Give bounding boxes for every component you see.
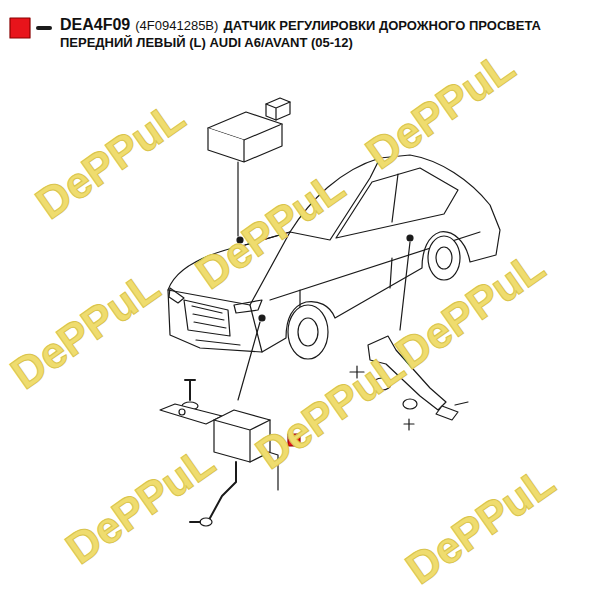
- title: ДАТЧИК РЕГУЛИРОВКИ ДОРОЖНОГО ПРОСВЕТА ПЕ…: [60, 18, 541, 50]
- control-module: [208, 124, 282, 162]
- watermark: DePPuL: [248, 344, 411, 477]
- belt-line: [270, 232, 480, 300]
- link: [436, 406, 458, 420]
- bolt: [190, 521, 200, 523]
- watermark: DePPuL: [358, 44, 521, 177]
- bracket: [160, 404, 222, 424]
- watermark: DePPuL: [3, 264, 166, 397]
- red-marker: [10, 18, 30, 38]
- bolt: [185, 380, 195, 400]
- sensor-location-dot: [259, 315, 265, 321]
- bolt: [455, 402, 468, 405]
- watermark: DePPuL: [398, 459, 561, 592]
- rear-location-dot: [407, 235, 413, 241]
- leader-line: [400, 242, 410, 330]
- leader-line: [238, 322, 260, 400]
- rear-wheel: [428, 236, 460, 280]
- oem-number: (4F0941285B): [135, 18, 218, 33]
- bolt-hole: [179, 409, 185, 415]
- wheel-rim: [298, 318, 318, 346]
- bumper-line: [196, 340, 240, 345]
- header: DEA4F09 (4F0941285B)ДАТЧИК РЕГУЛИРОВКИ ДО…: [60, 16, 590, 51]
- headlight: [169, 288, 184, 303]
- grille-bars: [192, 306, 226, 328]
- bushing: [403, 399, 417, 409]
- door-pillar: [392, 174, 398, 222]
- connector-plug: [266, 98, 290, 120]
- dash-mark: [38, 26, 50, 30]
- rod-end: [200, 518, 212, 526]
- bolt: [404, 419, 414, 430]
- headlight: [234, 300, 262, 313]
- side-window: [336, 168, 458, 238]
- grille: [184, 300, 230, 336]
- connector-plug: [266, 102, 290, 120]
- watermark: DePPuL: [28, 94, 191, 227]
- wheel-rim: [436, 247, 452, 269]
- front-wheel: [288, 305, 328, 359]
- part-code: DEA4F09: [60, 16, 130, 33]
- watermark: DePPuL: [58, 439, 221, 572]
